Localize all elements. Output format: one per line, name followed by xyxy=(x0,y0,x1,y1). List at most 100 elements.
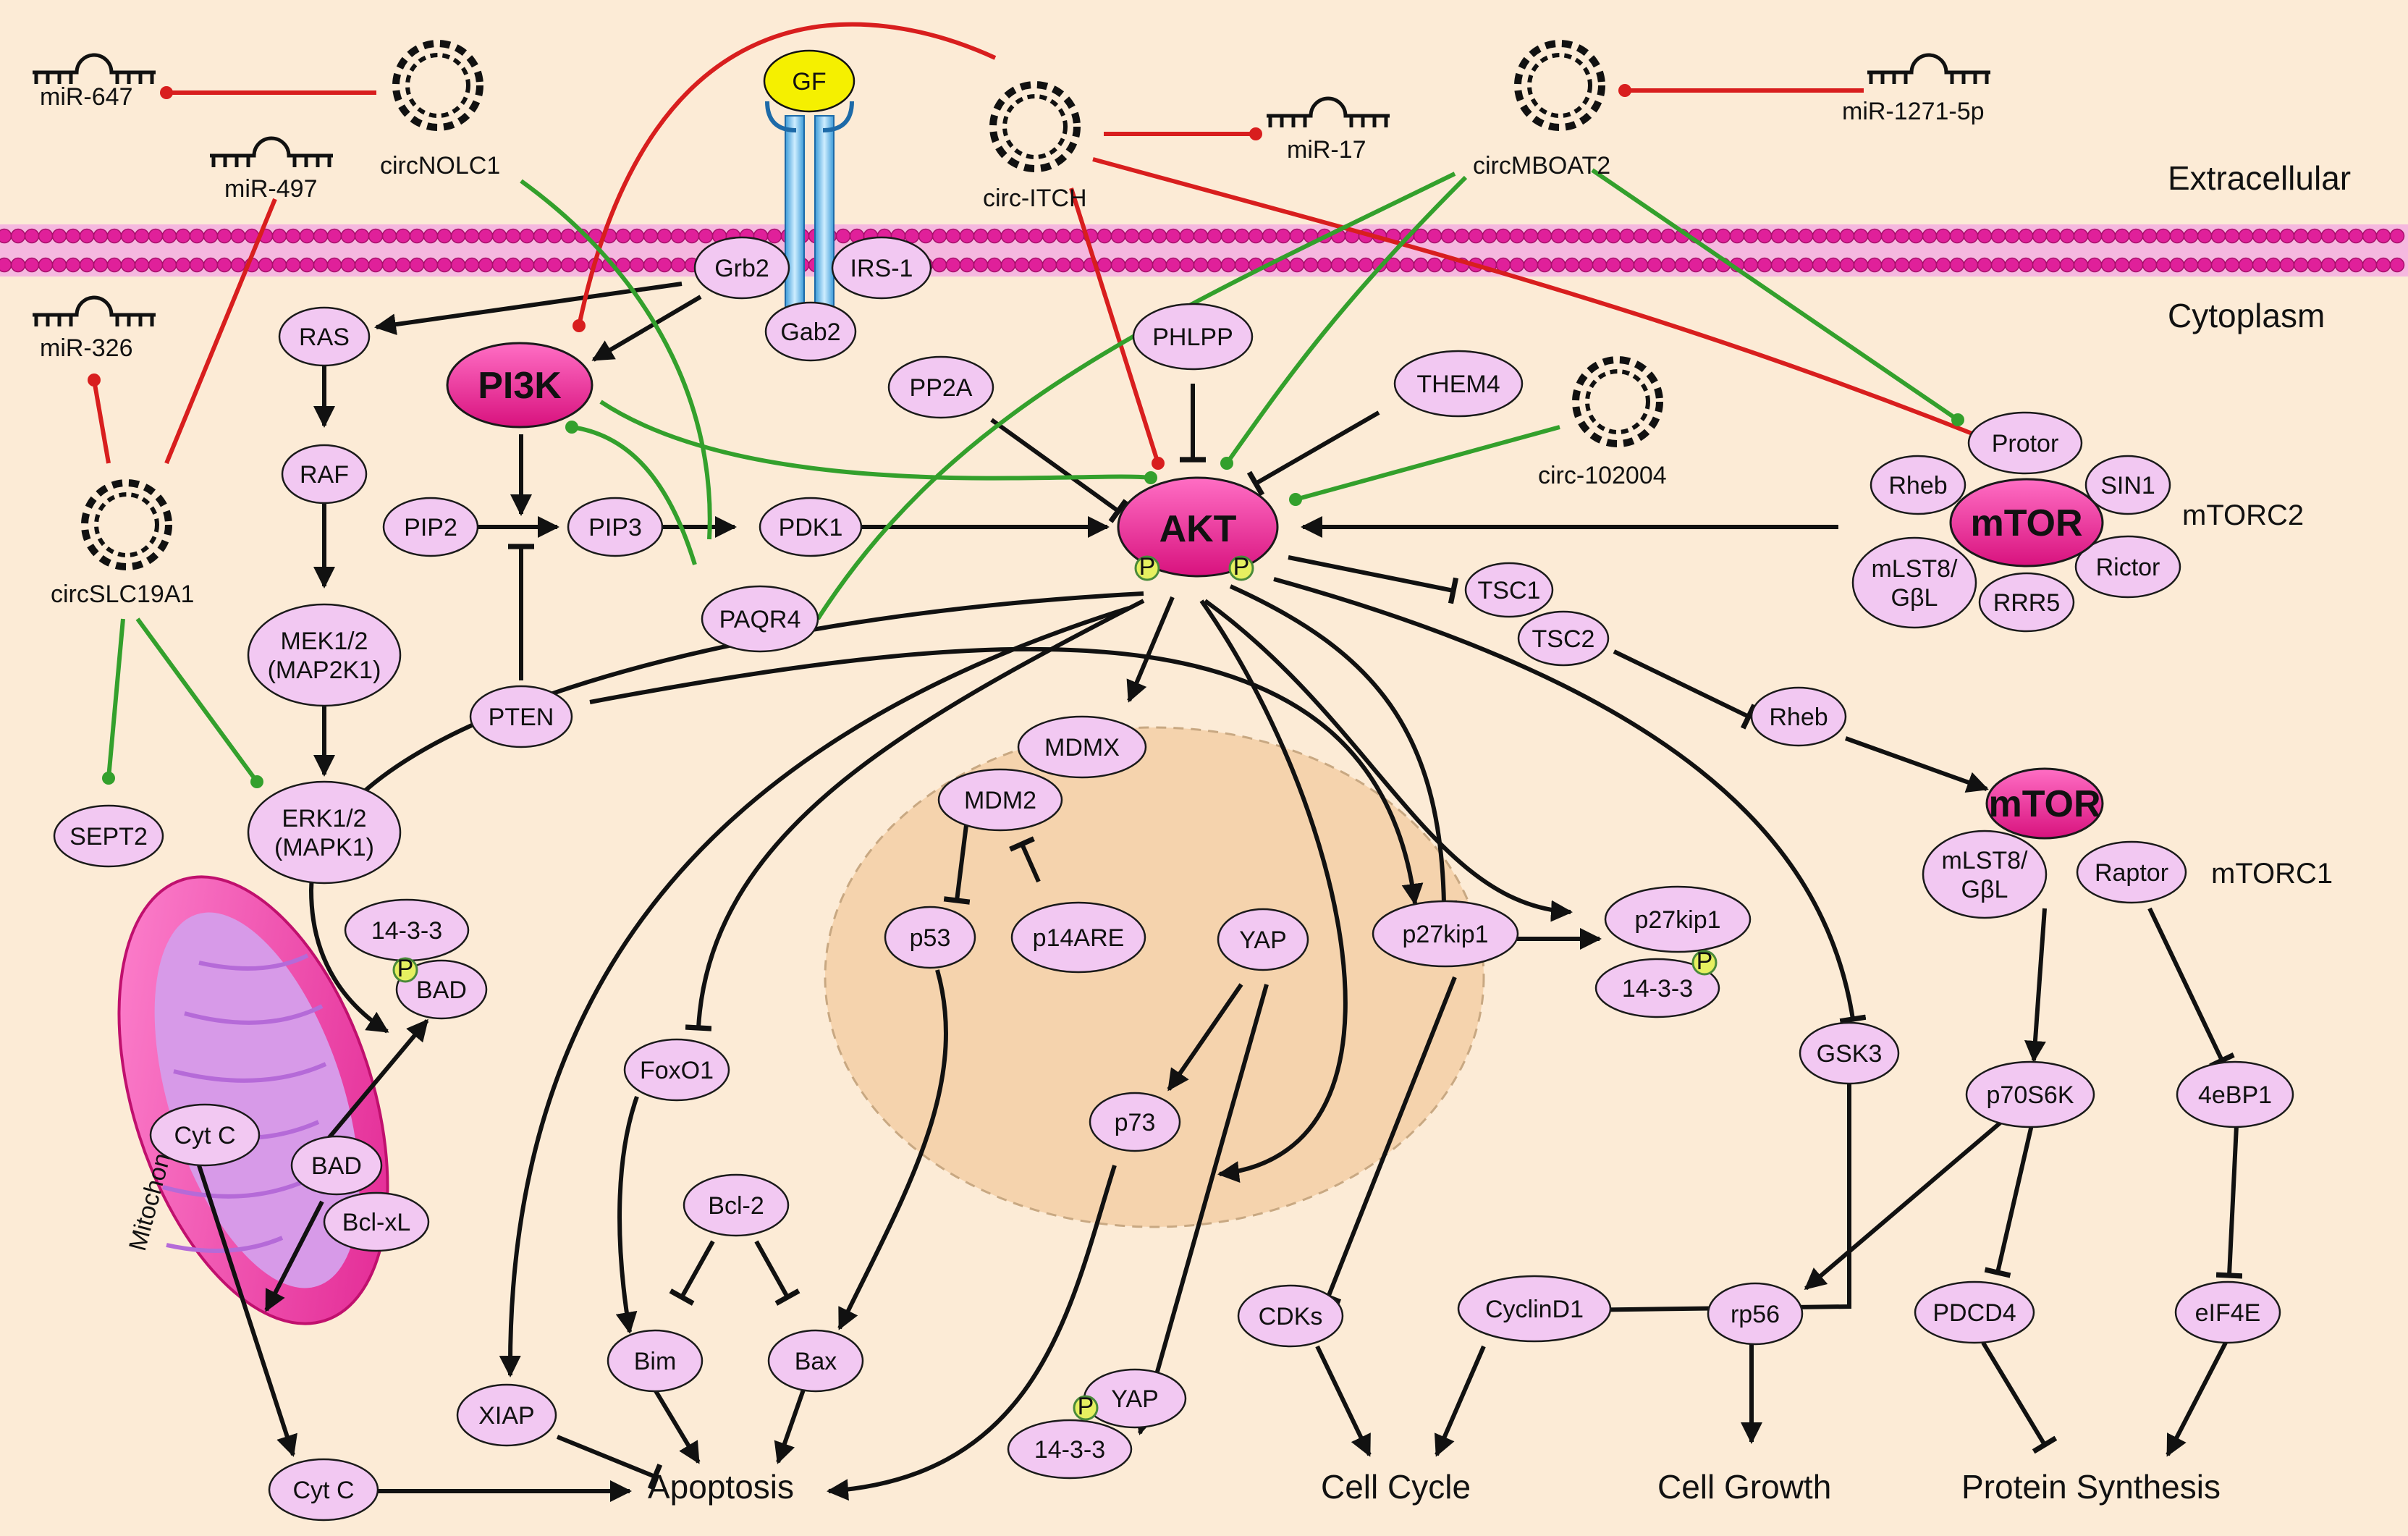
bax-node: Bax xyxy=(767,1329,864,1393)
svg-text:P: P xyxy=(1078,1393,1094,1420)
raf-node: RAF xyxy=(281,444,368,505)
svg-text:P: P xyxy=(1233,553,1250,581)
bad-label: BAD xyxy=(311,1152,362,1180)
mirna-497: miR-497 xyxy=(210,138,333,203)
mtorc1-label: mTORC1 xyxy=(2211,858,2333,890)
svg-text:AKT: AKT xyxy=(1159,508,1237,550)
phospho-badge: P xyxy=(1691,948,1718,976)
xiap-node: XIAP xyxy=(456,1383,557,1447)
tsc1-node: TSC1 xyxy=(1464,562,1554,618)
cell-membrane xyxy=(0,224,2408,277)
phospho-badge: P xyxy=(392,955,418,983)
pp2a-node: PP2A xyxy=(887,355,994,419)
p14are-label: p14ARE xyxy=(1033,924,1125,952)
svg-text:circMBOAT2: circMBOAT2 xyxy=(1473,152,1610,180)
yap-label: YAP xyxy=(1111,1385,1159,1413)
rictor-node: Rictor xyxy=(2074,535,2181,599)
gab2-label: Gab2 xyxy=(780,318,840,346)
sept2-node: SEPT2 xyxy=(53,804,164,868)
eif4e-label: eIF4E xyxy=(2195,1299,2261,1327)
extracellular-label: Extracellular xyxy=(2168,159,2351,197)
bax-label: Bax xyxy=(795,1348,837,1375)
rrr5-node: RRR5 xyxy=(1978,572,2075,633)
grb2-label: Grb2 xyxy=(714,255,769,282)
irs1-node: IRS-1 xyxy=(831,236,932,300)
cytc-label: Cyt C xyxy=(174,1122,236,1149)
bim-label: Bim xyxy=(634,1348,677,1375)
mlst8-label: GβL xyxy=(1891,584,1938,612)
raptor-label: Raptor xyxy=(2095,859,2168,887)
mdmx-node: MDMX xyxy=(1017,715,1147,779)
mlst8-node: mLST8/GβL xyxy=(1851,536,1977,629)
cytoplasm-label: Cytoplasm xyxy=(2168,297,2325,334)
mdmx-label: MDMX xyxy=(1044,734,1120,761)
grb2-node: Grb2 xyxy=(693,236,790,300)
yap-label: YAP xyxy=(1239,927,1287,954)
mdm2-node: MDM2 xyxy=(937,768,1063,832)
foxo1-label: FoxO1 xyxy=(640,1057,714,1084)
mirna-326: miR-326 xyxy=(33,298,156,362)
p73-node: p73 xyxy=(1089,1092,1181,1152)
paqr4-node: PAQR4 xyxy=(701,585,819,653)
edges-green xyxy=(102,168,1964,788)
svg-text:mTOR: mTOR xyxy=(1970,502,2082,544)
cell-growth-outcome: Cell Growth xyxy=(1657,1468,1831,1506)
protor-label: Protor xyxy=(1992,430,2059,457)
pp2a-label: PP2A xyxy=(910,374,973,402)
gab2-node: Gab2 xyxy=(764,301,857,362)
sin1-label: SIN1 xyxy=(2100,472,2155,499)
p53-label: p53 xyxy=(910,924,951,952)
them4-label: THEM4 xyxy=(1416,371,1500,398)
gsk3-node: GSK3 xyxy=(1799,1021,1900,1085)
mirna-17: miR-17 xyxy=(1267,98,1390,164)
sept2-label: SEPT2 xyxy=(69,823,148,851)
yap-node: YAP xyxy=(1217,908,1309,971)
pten-label: PTEN xyxy=(489,704,554,731)
phlpp-label: PHLPP xyxy=(1152,324,1233,351)
mlst8-node-2: mLST8/GβL xyxy=(1922,830,2048,919)
erk-label: ERK1/2 xyxy=(282,805,366,832)
mirna-1271-5p: miR-1271-5p xyxy=(1842,55,1990,125)
cdks-node: CDKs xyxy=(1237,1284,1344,1348)
cyclind1-label: CyclinD1 xyxy=(1485,1296,1584,1323)
cyclind1-node: CyclinD1 xyxy=(1457,1275,1612,1343)
svg-text:miR-1271-5p: miR-1271-5p xyxy=(1842,98,1985,125)
svg-text:P: P xyxy=(1139,553,1156,581)
svg-text:circNOLC1: circNOLC1 xyxy=(380,152,500,180)
them4-node: THEM4 xyxy=(1393,350,1524,418)
s1433-node: 14-3-3 xyxy=(1594,958,1720,1018)
rrr5-label: RRR5 xyxy=(1993,589,2061,617)
p70s6k-node: p70S6K xyxy=(1965,1060,2095,1128)
svg-text:miR-497: miR-497 xyxy=(224,175,317,203)
pip2-label: PIP2 xyxy=(404,514,457,541)
p27kip1-label: p27kip1 xyxy=(1634,906,1720,934)
pdk1-node: PDK1 xyxy=(759,497,863,557)
protein-synthesis-outcome: Protein Synthesis xyxy=(1961,1468,2221,1506)
akt-node: AKT xyxy=(1117,476,1279,578)
svg-text:P: P xyxy=(1697,948,1713,975)
circrna-102004: circ-102004 xyxy=(1538,360,1667,489)
erk-node: ERK1/2(MAPK1) xyxy=(247,780,402,885)
s1433-node-3: 14-3-3 xyxy=(1007,1419,1133,1480)
p27kip1-node: p27kip1 xyxy=(1372,900,1519,968)
phospho-badge: P xyxy=(1228,553,1254,581)
raptor-node: Raptor xyxy=(2076,840,2187,904)
ras-label: RAS xyxy=(299,324,350,351)
p27kip1-node-2: p27kip1 xyxy=(1604,885,1752,953)
yap-node-2: YAP xyxy=(1083,1368,1187,1429)
mdm2-label: MDM2 xyxy=(964,787,1036,814)
pdcd4-node: PDCD4 xyxy=(1914,1280,2035,1344)
svg-text:circ-102004: circ-102004 xyxy=(1538,462,1667,489)
rictor-label: Rictor xyxy=(2096,554,2160,581)
eBP1-node: 4eBP1 xyxy=(2176,1060,2294,1128)
bad-node-2: BAD xyxy=(290,1135,383,1196)
mtorc2-label: mTORC2 xyxy=(2182,499,2304,531)
svg-text:circ-ITCH: circ-ITCH xyxy=(983,185,1087,212)
phospho-badge: P xyxy=(1073,1393,1099,1421)
svg-text:mTOR: mTOR xyxy=(1988,783,2100,825)
rp56-node: rp56 xyxy=(1707,1282,1804,1346)
cdks-label: CDKs xyxy=(1259,1303,1323,1330)
svg-text:PI3K: PI3K xyxy=(478,365,562,407)
mek-node: MEK1/2(MAP2K1) xyxy=(247,603,402,707)
foxo1-node: FoxO1 xyxy=(623,1038,730,1102)
